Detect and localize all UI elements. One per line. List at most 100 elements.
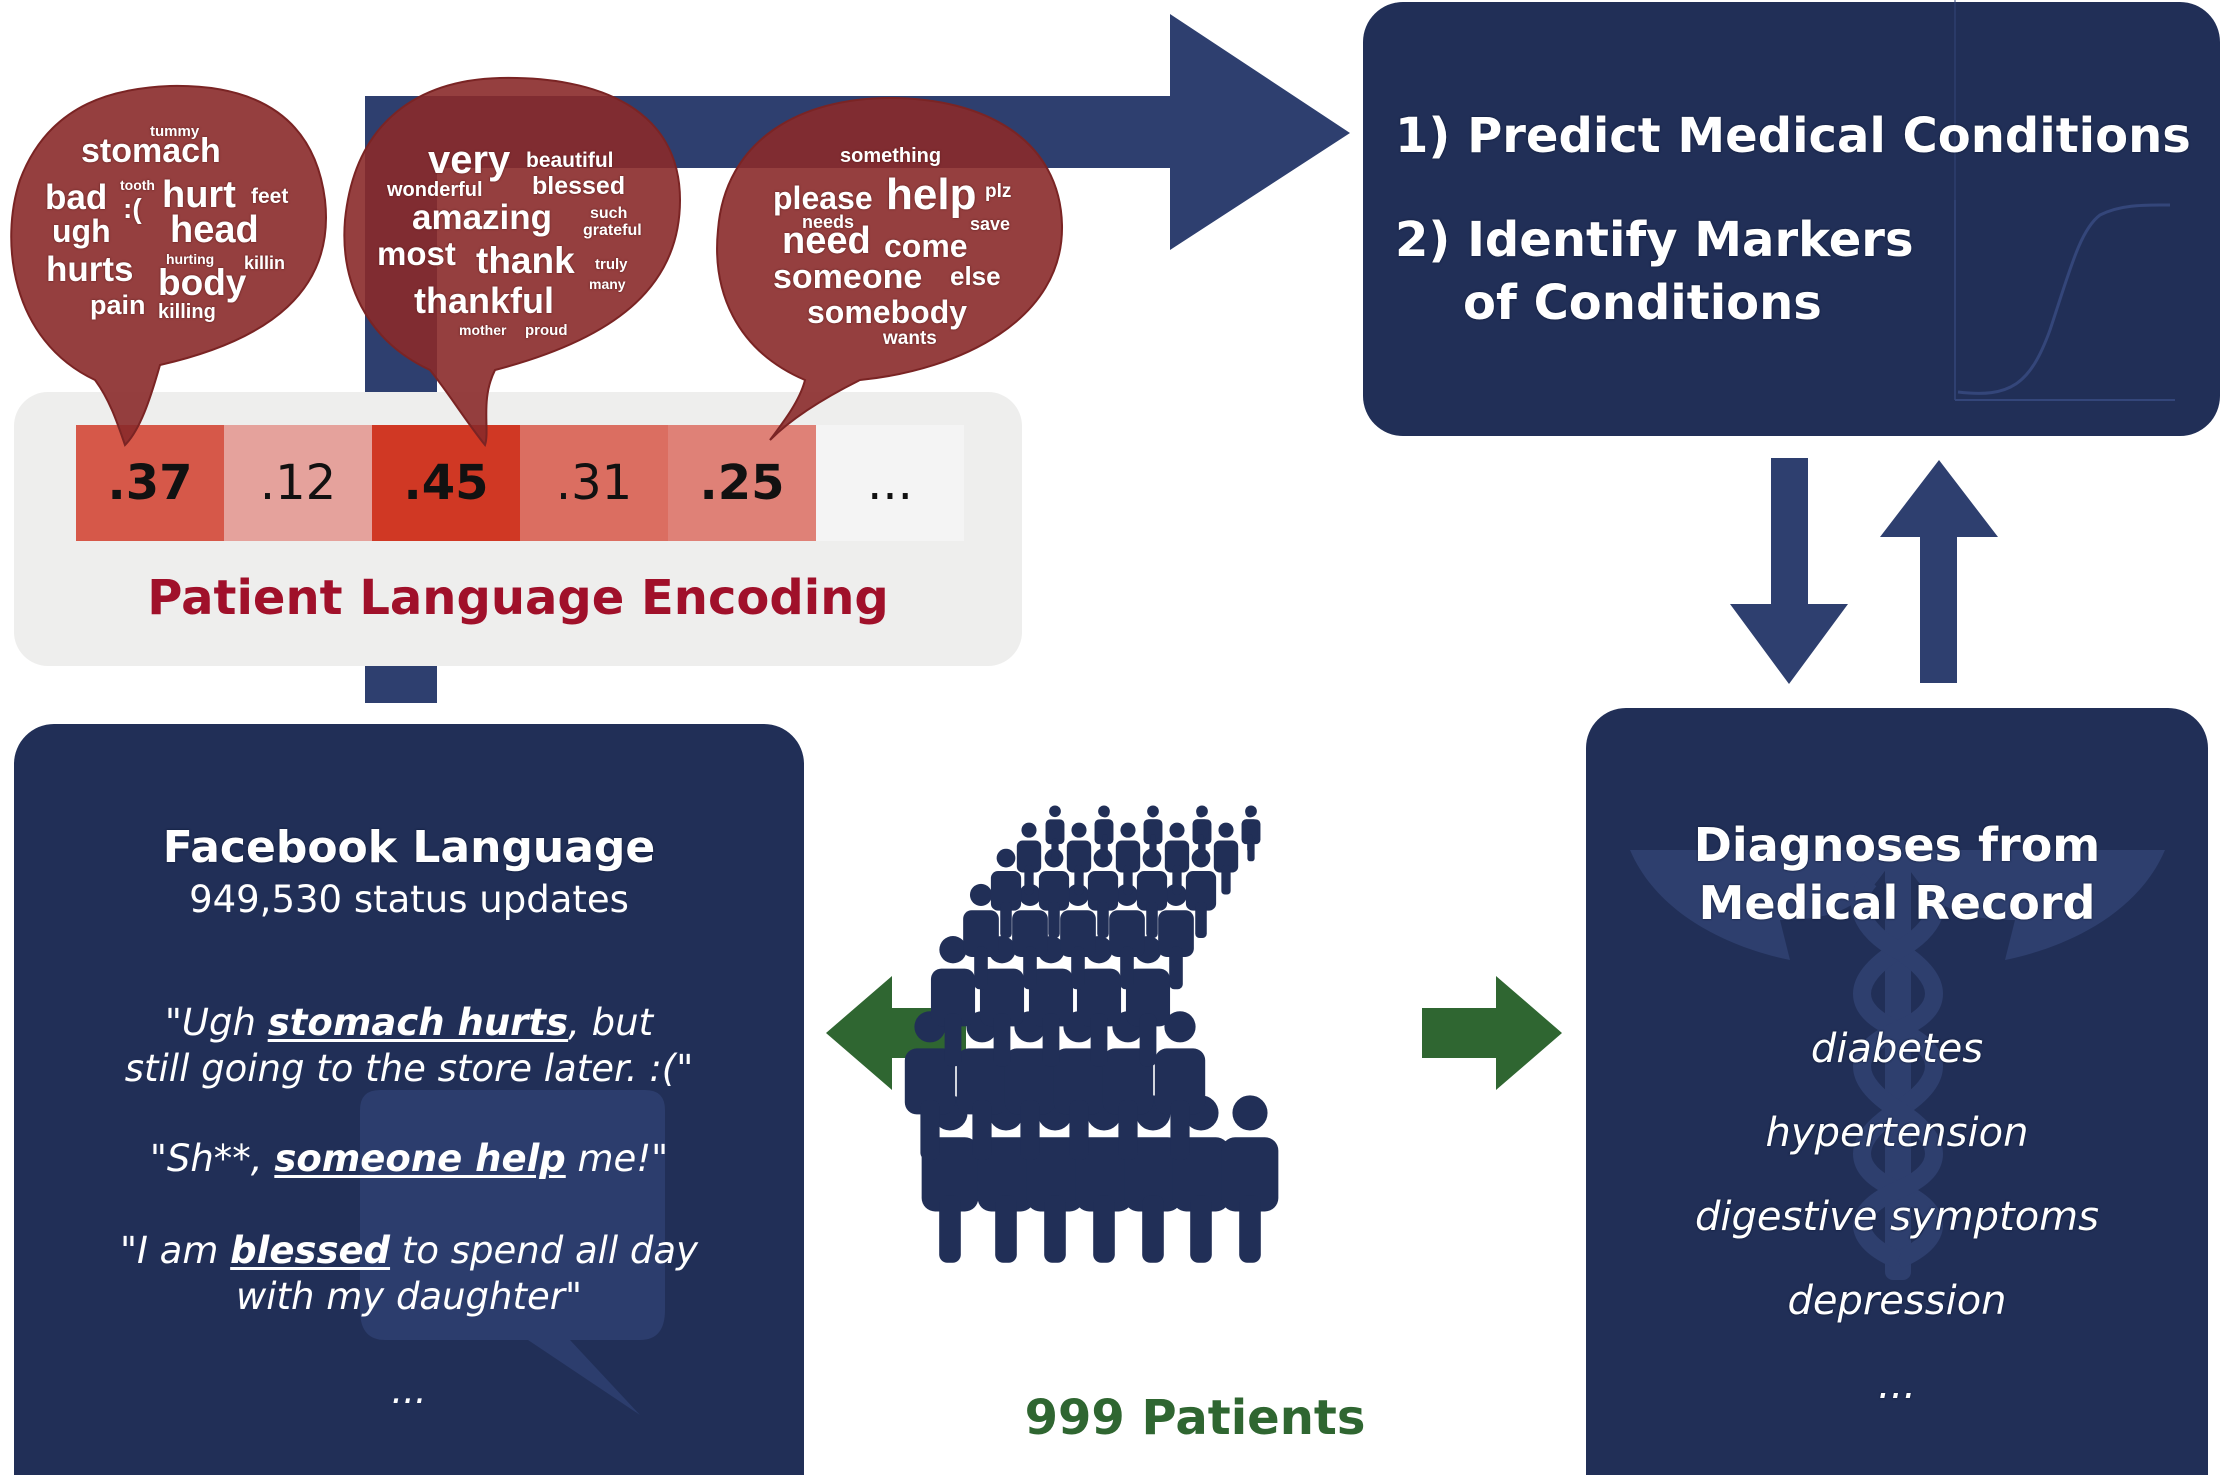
- person-head: [1120, 822, 1136, 838]
- cloud-word: hurts: [46, 250, 134, 289]
- cloud-word: somebody: [807, 294, 968, 330]
- cloud-word: most: [377, 235, 456, 272]
- person-leg: [1120, 946, 1134, 990]
- person-head: [1164, 1011, 1196, 1043]
- person-body: [1124, 1137, 1182, 1212]
- facebook-title: Facebook Language: [162, 822, 656, 873]
- person-leg: [1097, 902, 1109, 938]
- cloud-word: feet: [251, 185, 289, 208]
- cloud-word: head: [170, 209, 259, 251]
- person-leg: [1142, 1195, 1164, 1263]
- arrow-down-icon: [1730, 458, 1848, 684]
- diagnosis-item: ...: [1877, 1362, 1917, 1408]
- person-head: [1232, 1095, 1268, 1131]
- person-leg: [1172, 865, 1182, 895]
- quote-3: "I am blessed to spend all day with my d…: [14, 1228, 804, 1320]
- person-head: [1021, 822, 1037, 838]
- cloud-word: save: [970, 214, 1011, 234]
- cloud-word: mother: [459, 322, 507, 338]
- person-leg: [1195, 902, 1207, 938]
- person-body: [930, 968, 976, 1027]
- cloud-word: grateful: [583, 222, 642, 239]
- person-leg: [1051, 838, 1059, 862]
- person-body: [1097, 819, 1113, 839]
- cloud-word: else: [950, 261, 1001, 291]
- person-leg: [1247, 834, 1253, 852]
- cloud-word: tooth: [120, 177, 155, 193]
- goal-2-line2: of Conditions: [1463, 275, 1822, 331]
- person-body: [1076, 968, 1122, 1027]
- diagnosis-item: hypertension: [1765, 1110, 2029, 1156]
- person-body: [1053, 1048, 1105, 1115]
- person-body: [1066, 840, 1092, 873]
- cloud-word: killin: [244, 253, 286, 273]
- quote-keyword: blessed: [230, 1229, 391, 1272]
- person-head: [1100, 808, 1110, 818]
- person-head: [969, 883, 993, 906]
- person-body: [1193, 819, 1209, 839]
- cloud-word: wants: [883, 328, 937, 349]
- person-leg: [1170, 1100, 1190, 1160]
- facebook-ellipsis: ...: [391, 1369, 427, 1412]
- person-body: [1109, 910, 1145, 957]
- cloud-word: come: [884, 228, 968, 264]
- person-body: [1221, 1137, 1279, 1212]
- person-leg: [939, 1195, 961, 1263]
- person-leg: [1048, 902, 1060, 938]
- goal-2-number: 2): [1395, 212, 1451, 268]
- patient-crowd-icon: [904, 805, 1279, 1263]
- person-body: [1026, 1137, 1084, 1212]
- person-body: [956, 1048, 1008, 1115]
- quote-text: with my daughter": [235, 1275, 582, 1318]
- person-leg: [1023, 946, 1037, 990]
- person-leg: [1190, 1195, 1212, 1263]
- person-leg: [1042, 1013, 1060, 1067]
- cloud-word: hurt: [162, 174, 236, 216]
- cloud-word: please: [773, 180, 873, 216]
- arrow-left-green-icon: [826, 976, 966, 1090]
- person-head: [996, 848, 1016, 868]
- connector-stem-bottom: [365, 663, 437, 703]
- person-body: [1125, 968, 1171, 1027]
- cloud-word: thank: [476, 240, 575, 281]
- diagnosis-item: digestive symptoms: [1695, 1194, 2099, 1240]
- cloud-word: stomach: [81, 132, 221, 170]
- diagnoses-title-line1: Diagnoses from: [1693, 818, 2101, 872]
- person-body: [990, 871, 1022, 911]
- diagnosis-item: depression: [1787, 1278, 2007, 1324]
- person-head: [1071, 822, 1087, 838]
- cloud-word: many: [589, 276, 626, 292]
- person-leg: [1024, 865, 1034, 895]
- goal-2-text-line1: Identify Markers: [1467, 212, 1914, 268]
- cloud-word: proud: [525, 322, 568, 339]
- person-leg: [944, 1013, 962, 1067]
- person-body: [1185, 871, 1217, 911]
- cloud-word: hurting: [166, 251, 215, 267]
- person-leg: [1090, 1013, 1108, 1067]
- cloud-word: plz: [985, 181, 1012, 202]
- person-leg: [1071, 946, 1085, 990]
- person-leg: [1146, 902, 1158, 938]
- encoding-cell: ...: [816, 425, 964, 541]
- person-head: [1169, 822, 1185, 838]
- cloud-word: bad: [45, 178, 108, 217]
- person-head: [1049, 805, 1061, 818]
- quote-text: "Ugh: [164, 1001, 268, 1044]
- quote-text: still going to the store later. :(": [124, 1047, 694, 1090]
- goal-1: 1) Predict Medical Conditions: [1395, 108, 2191, 164]
- diagnoses-title: Diagnoses from Medical Record: [1586, 816, 2208, 932]
- person-leg: [1221, 865, 1231, 895]
- person-leg: [1069, 1100, 1089, 1160]
- person-body: [1154, 1048, 1206, 1115]
- person-leg: [1000, 902, 1012, 938]
- person-leg: [1044, 1195, 1066, 1263]
- person-head: [1196, 808, 1206, 818]
- encoding-title: Patient Language Encoding: [147, 570, 889, 626]
- cloud-word: truly: [595, 256, 628, 273]
- quote-2: "Sh**, someone help me!": [14, 1136, 804, 1182]
- person-leg: [1102, 834, 1108, 852]
- quote-text: "Sh**,: [149, 1137, 275, 1180]
- person-body: [1136, 871, 1168, 911]
- cloud-word: tummy: [150, 123, 200, 140]
